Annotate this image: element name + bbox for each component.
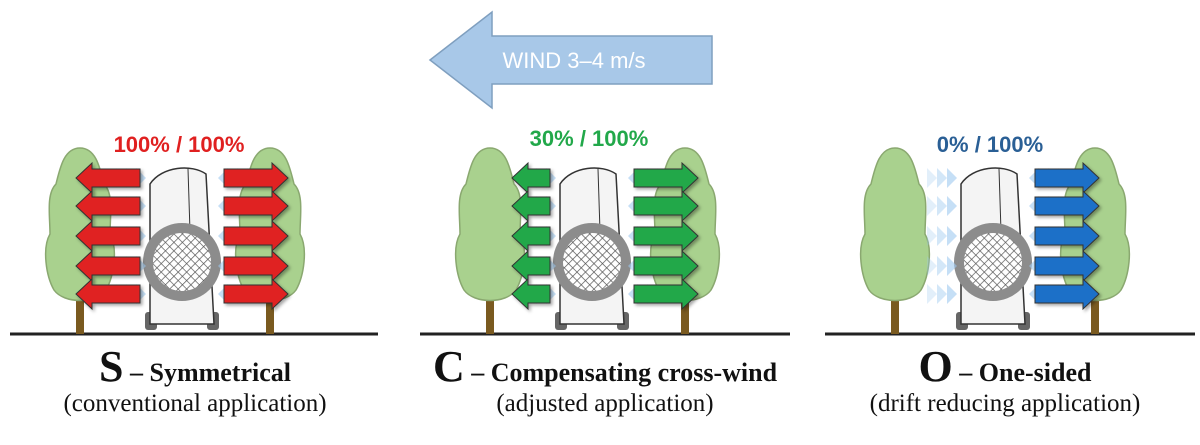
wind-arrow-shape: [428, 10, 713, 110]
spray-mist: [937, 168, 947, 188]
sprayer-fan: [954, 223, 1032, 301]
spray-arrow: [511, 219, 551, 253]
caption-title: O – One-sided: [820, 345, 1190, 389]
sprayer-fan: [553, 223, 631, 301]
sprayer: [553, 167, 631, 330]
spray-mist: [937, 284, 947, 304]
spray-arrow: [633, 161, 699, 195]
caption-subtitle: (drift reducing application): [869, 390, 1141, 417]
caption-title: C – Compensating cross-wind: [395, 345, 815, 389]
caption-letter: S: [99, 342, 124, 391]
tree-trunk: [891, 300, 899, 334]
caption-dash: –: [952, 358, 979, 387]
caption-name: One-sided: [978, 358, 1092, 387]
caption-name: Compensating cross-wind: [490, 358, 778, 387]
spray-mist: [937, 256, 947, 276]
tree-crown: [859, 147, 931, 302]
ratio-label: 100% / 100%: [114, 132, 245, 157]
sprayer-fan: [143, 223, 221, 301]
sprayer: [954, 167, 1032, 330]
caption-one-sided: O – One-sided (drift reducing applicatio…: [820, 345, 1190, 420]
panel-one-sided: 0% / 100%: [825, 132, 1195, 336]
spray-arrow: [1034, 249, 1100, 283]
tree-crown: [454, 147, 526, 302]
caption-dash: –: [123, 358, 150, 387]
spray-arrow: [1034, 219, 1100, 253]
caption-name: Symmetrical: [149, 358, 291, 387]
spray-arrow: [223, 277, 289, 311]
caption-subtitle: (adjusted application): [496, 390, 714, 417]
spray-arrow: [633, 249, 699, 283]
ratio-label: 0% / 100%: [937, 132, 1043, 157]
tree-trunk: [76, 300, 84, 334]
spray-arrow: [1034, 161, 1100, 195]
spray-arrow: [223, 249, 289, 283]
spray-arrow: [75, 189, 141, 223]
spray-arrow: [633, 219, 699, 253]
sprayer: [143, 167, 221, 330]
tree-trunk: [1091, 300, 1099, 334]
spray-mist: [927, 284, 937, 304]
tree: [859, 147, 931, 334]
spray-arrow: [1034, 277, 1100, 311]
spray-mist: [937, 196, 947, 216]
spray-arrow: [75, 219, 141, 253]
spray-mist: [927, 256, 937, 276]
tree-trunk: [486, 300, 494, 334]
spray-mist: [947, 256, 957, 276]
caption-title: S – Symmetrical: [0, 345, 390, 389]
spray-arrow: [1034, 189, 1100, 223]
spray-arrow: [75, 161, 141, 195]
caption-compensating: C – Compensating cross-wind (adjusted ap…: [395, 345, 815, 420]
spray-arrow: [223, 189, 289, 223]
panel-compensating: 30% / 100%: [420, 126, 790, 336]
tree-trunk: [266, 300, 274, 334]
spray-mist: [937, 226, 947, 246]
spray-arrow: [75, 249, 141, 283]
caption-subtitle: (conventional application): [63, 390, 327, 417]
tree: [454, 147, 526, 334]
spray-mist: [947, 284, 957, 304]
wind-arrow: WIND 3–4 m/s: [428, 10, 713, 110]
spray-arrow: [511, 249, 551, 283]
tree-trunk: [681, 300, 689, 334]
spray-arrow: [75, 277, 141, 311]
ratio-label: 30% / 100%: [530, 126, 649, 151]
spray-mist: [927, 196, 937, 216]
panels: 100% / 100% 30% / 100% 0% / 100%: [10, 126, 1195, 336]
spray-mist: [947, 168, 957, 188]
caption-dash: –: [464, 358, 491, 387]
spray-mist: [927, 226, 937, 246]
spray-arrow: [633, 277, 699, 311]
spray-arrow: [223, 219, 289, 253]
spray-mist: [927, 168, 937, 188]
caption-symmetrical: S – Symmetrical (conventional applicatio…: [0, 345, 390, 420]
caption-letter: O: [918, 342, 953, 391]
spray-arrow: [511, 277, 551, 311]
spray-arrow: [511, 161, 551, 195]
panel-symmetrical: 100% / 100%: [10, 132, 378, 336]
spray-mist: [947, 226, 957, 246]
spray-arrow: [511, 189, 551, 223]
spray-arrow: [223, 161, 289, 195]
spray-arrow: [633, 189, 699, 223]
wind-label: WIND 3–4 m/s: [502, 48, 645, 73]
spray-mist: [947, 196, 957, 216]
caption-letter: C: [432, 342, 465, 391]
